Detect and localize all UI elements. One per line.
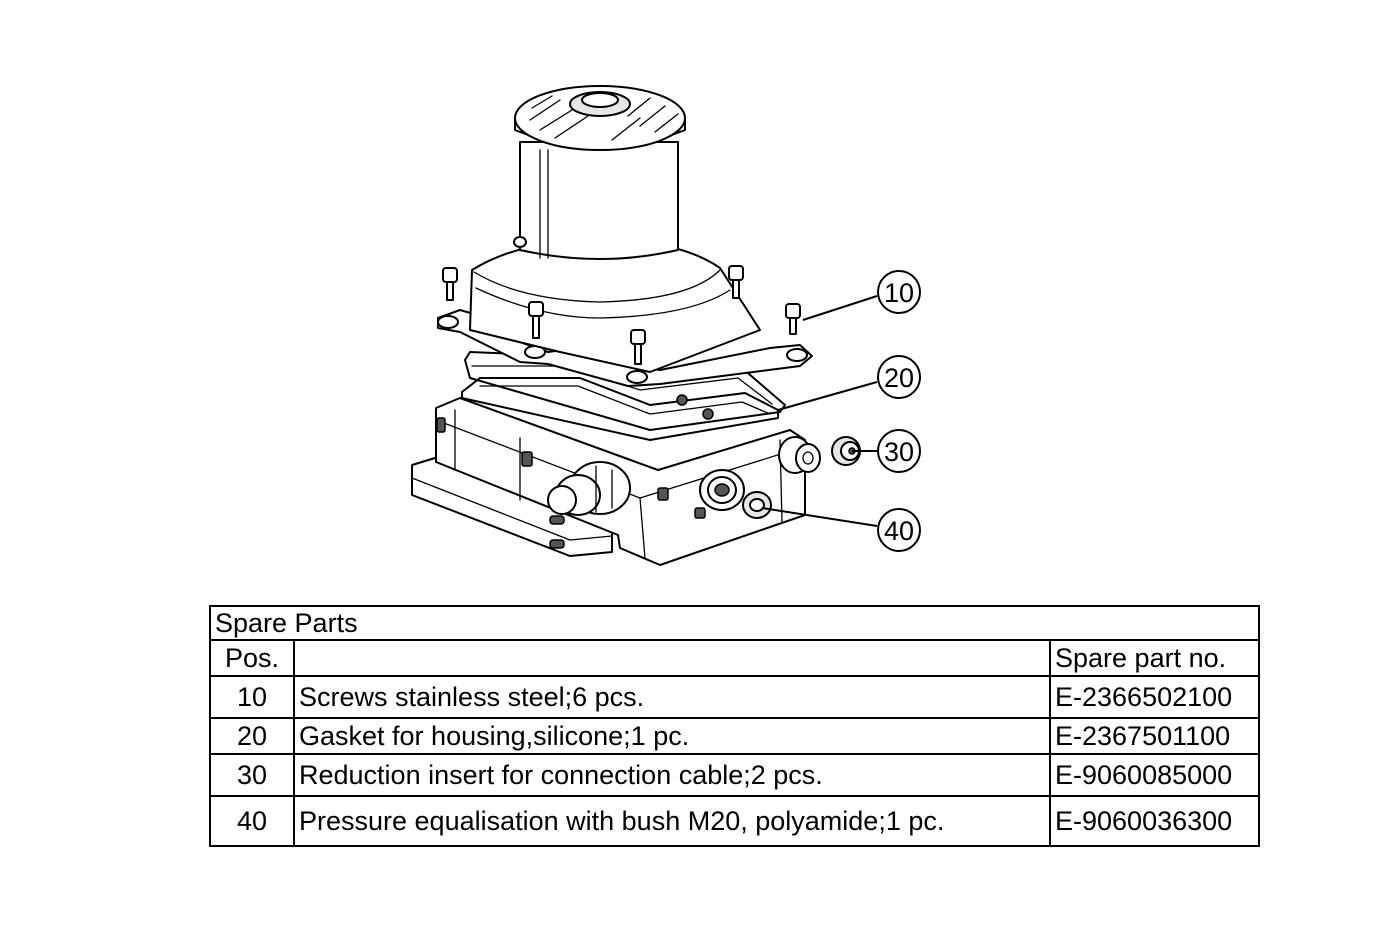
row-description: Gasket for housing,silicone;1 pc. <box>293 717 1051 755</box>
spare-parts-table: Spare Parts Pos. Spare part no. 10 Screw… <box>209 605 1260 847</box>
cable-gland-right <box>778 436 821 474</box>
row-pos: 40 <box>209 795 295 847</box>
table-row: 40 Pressure equalisation with bush M20, … <box>209 795 1260 847</box>
screws <box>442 265 801 365</box>
row-description: Screws stainless steel;6 pcs. <box>293 675 1051 719</box>
leader-line-40 <box>761 507 878 527</box>
header-description <box>293 639 1051 677</box>
leader-line-20 <box>777 381 878 411</box>
row-description: Reduction insert for connection cable;2 … <box>293 753 1051 797</box>
callout-30: 30 <box>877 429 921 473</box>
row-pos: 10 <box>209 675 295 719</box>
screw <box>785 303 801 335</box>
pressure-equalisation-bush <box>742 491 772 519</box>
leader-line-10 <box>802 295 878 321</box>
row-part-no: E-9060085000 <box>1049 753 1260 797</box>
cable-gland-front <box>699 469 745 511</box>
row-description: Pressure equalisation with bush M20, pol… <box>293 795 1051 847</box>
header-part-no: Spare part no. <box>1049 639 1260 677</box>
table-row: 20 Gasket for housing,silicone;1 pc. E-2… <box>209 717 1260 755</box>
row-pos: 20 <box>209 717 295 755</box>
row-part-no: E-2366502100 <box>1049 675 1260 719</box>
housing-top-frame <box>461 377 779 441</box>
capstan-drum <box>513 141 679 260</box>
row-part-no: E-2367501100 <box>1049 717 1260 755</box>
callout-20: 20 <box>877 355 921 399</box>
table-title-row: Spare Parts <box>209 605 1260 641</box>
callout-label: 30 <box>884 437 914 467</box>
row-part-no: E-9060036300 <box>1049 795 1260 847</box>
callout-10: 10 <box>877 270 921 314</box>
screw <box>442 267 458 301</box>
callout-label: 20 <box>884 363 914 393</box>
reduction-insert <box>831 436 861 466</box>
table-row: 30 Reduction insert for connection cable… <box>209 753 1260 797</box>
table-row: 10 Screws stainless steel;6 pcs. E-23665… <box>209 675 1260 719</box>
screw <box>728 265 744 299</box>
cable-gland-left <box>547 461 631 516</box>
table-title: Spare Parts <box>209 605 1260 641</box>
callout-label: 10 <box>884 278 914 308</box>
exploded-assembly-drawing: 10 20 30 40 <box>411 85 921 566</box>
screw <box>528 301 544 339</box>
table-header-row: Pos. Spare part no. <box>209 639 1260 677</box>
screw <box>630 329 646 365</box>
capstan-top-cap <box>514 85 686 151</box>
callout-40: 40 <box>877 508 921 552</box>
header-pos: Pos. <box>209 639 295 677</box>
row-pos: 30 <box>209 753 295 797</box>
callout-label: 40 <box>884 516 914 546</box>
